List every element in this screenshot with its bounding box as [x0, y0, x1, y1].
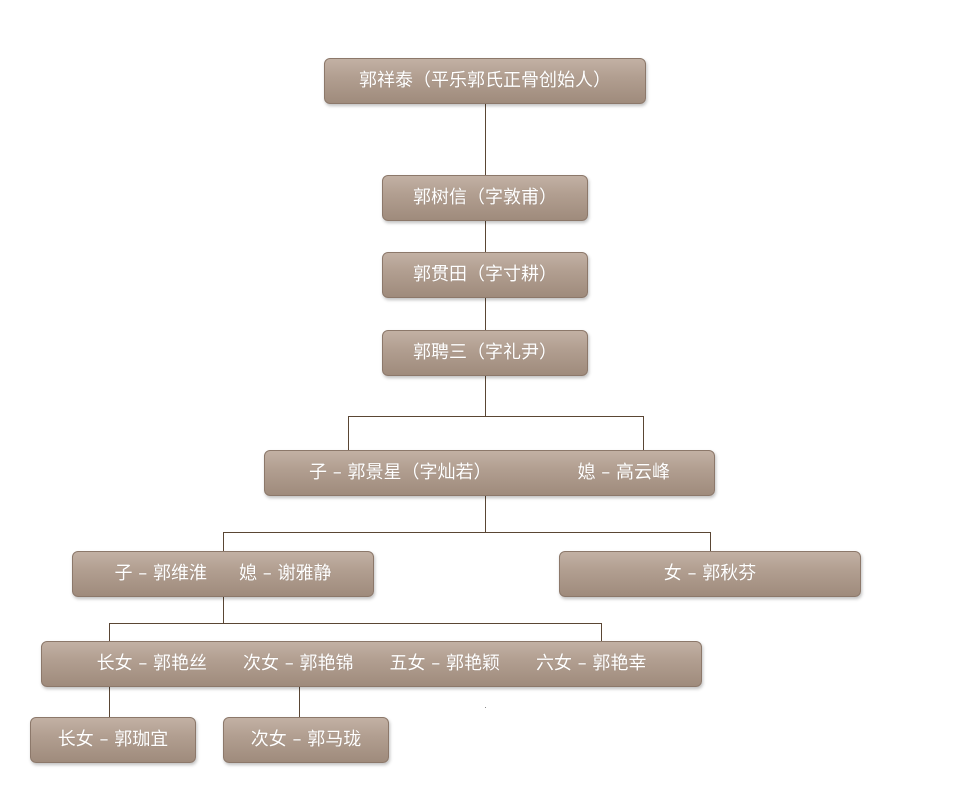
node-gen8-d1-label: 长女 – 郭珈宜: [57, 729, 169, 750]
node-gen5: 子 – 郭景星（字灿若） 媳 – 高云峰: [264, 450, 715, 496]
node-gen8-d2: 次女 – 郭马珑: [223, 717, 389, 763]
node-gen8-d1: 长女 – 郭珈宜: [30, 717, 196, 763]
node-gen4-label: 郭聘三（字礼尹）: [413, 342, 557, 363]
node-gen6-son-label: 子 – 郭维淮: [114, 563, 207, 584]
node-gen6-daughter: 女 – 郭秋芬: [559, 551, 861, 597]
node-gen2-label: 郭树信（字敦甫）: [413, 187, 557, 208]
node-gen7-d5-label: 五女 – 郭艳颖: [389, 653, 500, 674]
node-gen6-wife-label: 媳 – 谢雅静: [239, 563, 332, 584]
node-gen7-d6-label: 六女 – 郭艳幸: [535, 653, 647, 674]
node-gen4: 郭聘三（字礼尹）: [382, 330, 588, 376]
node-gen5-son-label: 子 – 郭景星（字灿若）: [309, 462, 492, 483]
node-gen6-daughter-label: 女 – 郭秋芬: [663, 563, 757, 584]
node-gen3-label: 郭贯田（字寸耕）: [413, 264, 557, 285]
node-gen2: 郭树信（字敦甫）: [382, 175, 588, 221]
node-gen7: 长女 – 郭艳丝 次女 – 郭艳锦 五女 – 郭艳颖 六女 – 郭艳幸: [41, 641, 702, 687]
node-gen7-d1-label: 长女 – 郭艳丝: [96, 653, 208, 674]
node-gen3: 郭贯田（字寸耕）: [382, 252, 588, 298]
node-gen5-wife-label: 媳 – 高云峰: [577, 462, 670, 483]
stray-dot: [485, 707, 486, 708]
node-gen6-son: 子 – 郭维淮 媳 – 谢雅静: [72, 551, 374, 597]
node-founder-label: 郭祥泰（平乐郭氏正骨创始人）: [359, 70, 611, 91]
node-founder: 郭祥泰（平乐郭氏正骨创始人）: [324, 58, 646, 104]
node-gen7-d2-label: 次女 – 郭艳锦: [243, 653, 354, 674]
node-gen8-d2-label: 次女 – 郭马珑: [250, 729, 362, 750]
